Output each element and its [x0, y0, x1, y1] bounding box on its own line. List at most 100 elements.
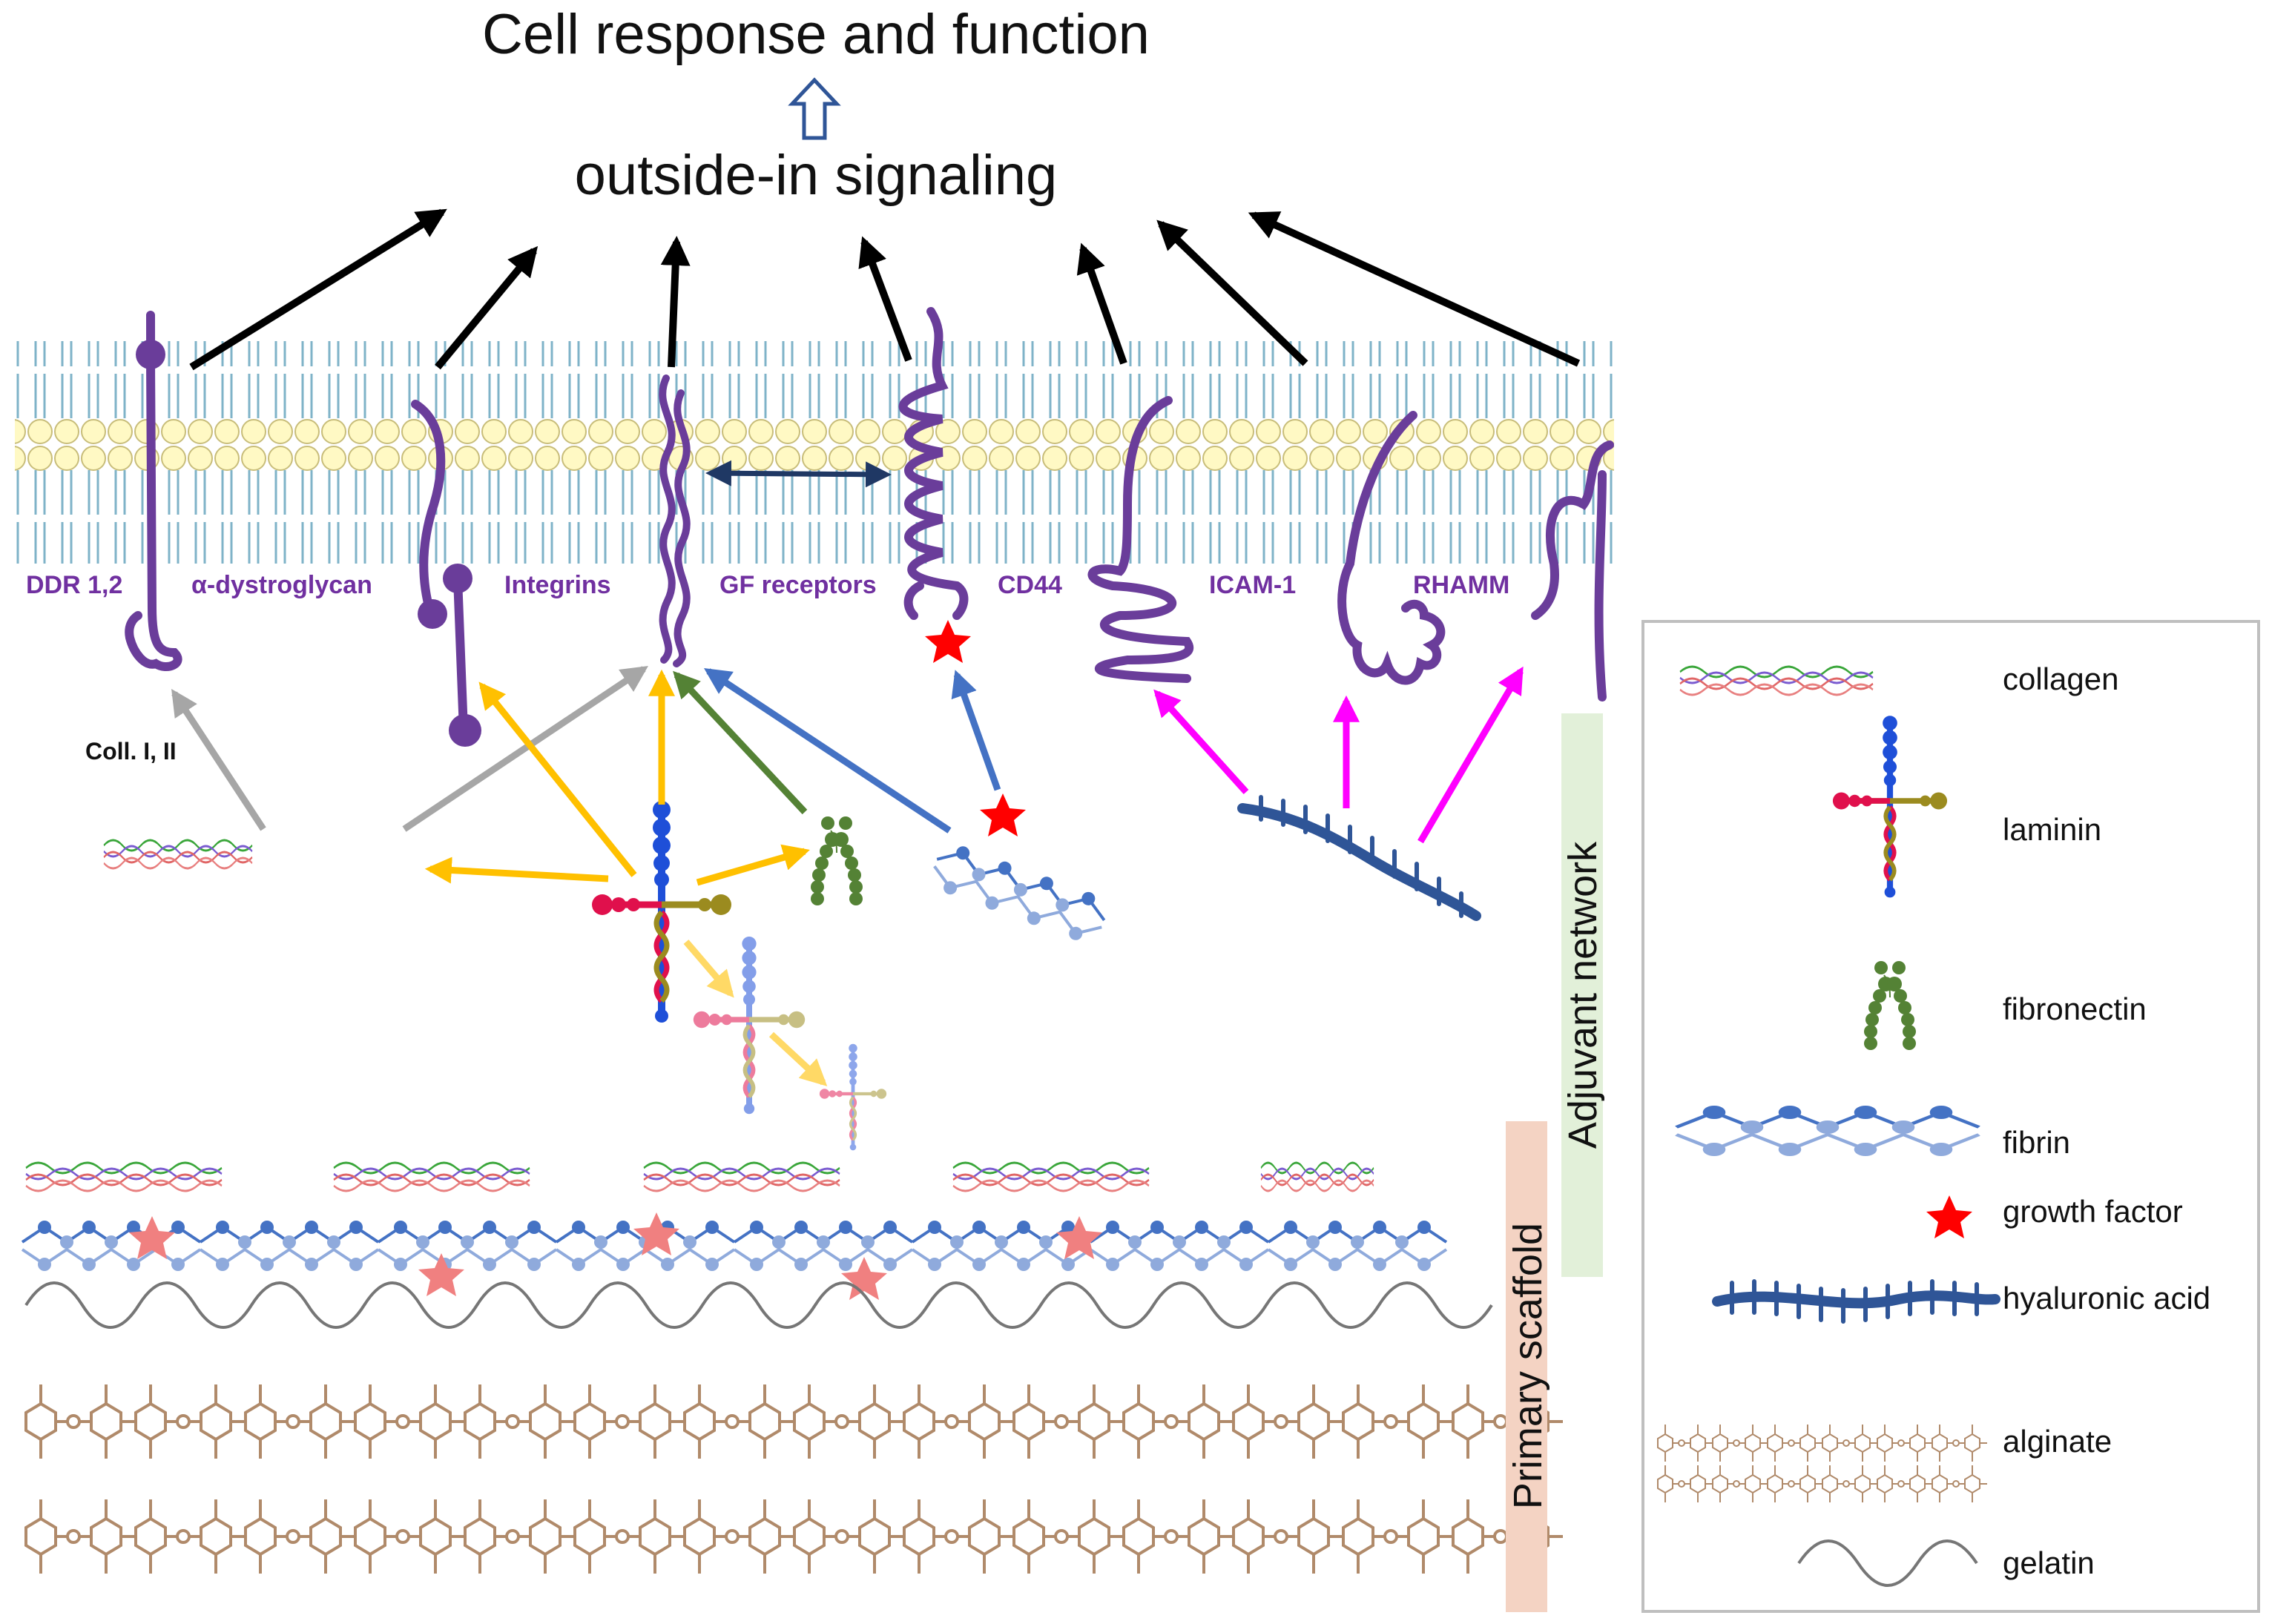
growth-factor-to-gf-receptor-arrow	[951, 670, 1001, 791]
adjuvant-fibronectin	[810, 816, 863, 906]
alginate-unit	[354, 1383, 467, 1460]
receptor-icam	[1337, 411, 1446, 685]
signal-arrow-icam	[1156, 219, 1308, 366]
alginate-unit	[354, 1498, 467, 1575]
laminin-assembly-arrow-2	[768, 1031, 828, 1086]
alginate-unit	[793, 1498, 906, 1575]
label-integrins: Integrins	[504, 571, 611, 599]
alginate-unit	[464, 1383, 576, 1460]
adjuvant-collagen	[102, 839, 254, 870]
adjuvant-laminin-small	[694, 937, 805, 1114]
alginate-unit	[244, 1498, 357, 1575]
label-cd44: CD44	[998, 571, 1062, 599]
collagen-to-ddr-arrow	[171, 688, 266, 831]
fibrin-to-integrin-arrow	[703, 668, 952, 834]
alginate-unit	[573, 1498, 686, 1575]
diagram-title: Cell response and function	[482, 3, 1150, 66]
alginate-unit	[1012, 1383, 1125, 1460]
signal-arrow-rhamm	[1248, 211, 1581, 367]
receptor-ddr	[125, 311, 182, 671]
legend-growth-factor-label: growth factor	[2003, 1194, 2183, 1229]
label-ddr: DDR 1,2	[26, 571, 122, 599]
primary-scaffold-label: Primary scaffold	[1506, 1223, 1550, 1509]
alginate-unit	[134, 1383, 247, 1460]
primary-growth-factor-stars	[129, 1212, 1102, 1300]
alginate-unit	[683, 1498, 796, 1575]
laminin-to-dystroglycan-arrow	[478, 681, 637, 877]
laminin-assembly-arrows	[683, 940, 828, 1086]
upward-open-arrow-icon	[788, 77, 841, 140]
growth-factor-star-icon	[633, 1212, 679, 1255]
signal-arrows	[189, 208, 1581, 371]
legend-growth-factor-star-icon	[1926, 1195, 1972, 1238]
ha-to-cd44-arrow	[1153, 689, 1249, 795]
legend-fibronectin-label: fibronectin	[2003, 991, 2147, 1026]
signal-arrow-integrins	[660, 236, 691, 368]
laminin-arrows	[424, 669, 810, 886]
fibronectin-to-integrin-arrow	[673, 670, 808, 815]
laminin-assembly-arrow-1	[683, 940, 734, 998]
alginate-unit	[1012, 1498, 1125, 1575]
legend-laminin-label: laminin	[2003, 812, 2101, 847]
adjuvant-network-band: Adjuvant network	[1561, 713, 1605, 1277]
receptor-labels: DDR 1,2 α-dystroglycan Integrins GF rece…	[26, 571, 1509, 599]
growth-factor-star-icon	[841, 1257, 887, 1300]
alginate-unit	[1342, 1383, 1455, 1460]
legend: collagen laminin fibronectin fibrin grow…	[1641, 620, 2260, 1613]
legend-gelatin-swatch	[1797, 1539, 1978, 1587]
alginate-unit	[1342, 1498, 1455, 1575]
adjuvant-laminin	[592, 801, 731, 1023]
legend-collagen-label: collagen	[2003, 661, 2118, 696]
gf-bound-star-icon	[925, 620, 971, 663]
collagen-to-integrin-arrow	[402, 665, 648, 832]
ha-to-rhamm-arrow	[1417, 666, 1524, 844]
adjuvant-laminin-smaller	[820, 1044, 886, 1151]
alginate-unit	[573, 1383, 686, 1460]
primary-collagen-layer	[24, 1161, 1375, 1192]
signal-arrow-cd44	[1076, 242, 1127, 365]
growth-factor-star-icon	[418, 1253, 464, 1296]
cell-membrane	[15, 341, 1614, 564]
label-gf-receptors: GF receptors	[719, 571, 877, 599]
laminin-to-fibronectin-arrow	[696, 844, 810, 886]
alginate-unit	[1232, 1383, 1345, 1460]
adjuvant-fibrin	[925, 837, 1113, 949]
legend-alginate-label: alginate	[2003, 1424, 2112, 1459]
signaling-title: outside-in signaling	[575, 144, 1058, 207]
growth-factor-star-icon	[1056, 1216, 1102, 1259]
primary-fibrin-layer	[21, 1219, 1448, 1273]
integrin-gf-crosstalk-arrow	[705, 460, 892, 488]
collagen-type-note: Coll. I, II	[85, 738, 177, 765]
legend-gelatin-label: gelatin	[2003, 1545, 2095, 1580]
receptor-integrins	[659, 374, 691, 667]
alginate-unit	[683, 1383, 796, 1460]
legend-hyaluronic-acid-label: hyaluronic acid	[2003, 1281, 2210, 1316]
alginate-unit	[903, 1498, 1015, 1575]
alginate-unit	[244, 1383, 357, 1460]
receptor-gf	[898, 307, 969, 620]
primary-scaffold-band: Primary scaffold	[1506, 1121, 1550, 1612]
label-rhamm: RHAMM	[1413, 571, 1509, 599]
adjuvant-network-label: Adjuvant network	[1561, 841, 1605, 1149]
receptor-cd44	[1087, 396, 1194, 683]
alginate-unit	[134, 1498, 247, 1575]
signal-arrow-gf	[858, 236, 912, 362]
receptor-dystroglycan	[411, 400, 481, 747]
legend-hyaluronic-acid-swatch	[1712, 1279, 2000, 1324]
alginate-unit	[1122, 1498, 1235, 1575]
alginate-unit	[903, 1383, 1015, 1460]
adjuvant-hyaluronic-acid	[1237, 795, 1481, 921]
alginate-unit	[1122, 1383, 1235, 1460]
growth-factor-star-icon	[129, 1216, 175, 1259]
hyaluronic-acid-arrows	[1153, 666, 1524, 844]
laminin-to-collagen-arrow	[424, 856, 609, 884]
fibrin-growth-factor-star-icon	[980, 793, 1026, 836]
collagen-arrows	[171, 665, 648, 832]
legend-fibrin-label: fibrin	[2003, 1125, 2070, 1160]
alginate-unit	[793, 1383, 906, 1460]
alginate-unit	[464, 1498, 576, 1575]
signal-arrow-ddr	[189, 208, 447, 371]
alginate-unit	[24, 1383, 137, 1460]
receptor-rhamm	[1531, 440, 1614, 702]
